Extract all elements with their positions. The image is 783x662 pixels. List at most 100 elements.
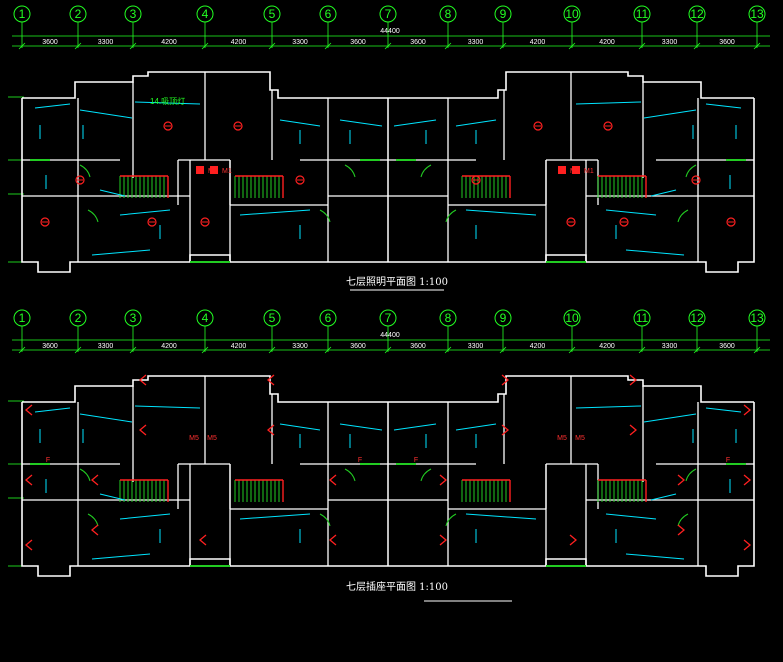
- socket-symbol: [328, 534, 337, 546]
- wiring: [99, 493, 126, 501]
- axis-label: 5: [269, 311, 276, 325]
- switch-tag: M1: [222, 168, 232, 175]
- wiring: [705, 103, 742, 109]
- axis-label: 6: [325, 311, 332, 325]
- dimension-tick: [201, 346, 209, 354]
- wiring: [643, 109, 697, 119]
- span-dimension: 3300: [292, 39, 308, 46]
- outer-wall-north-east: [388, 71, 754, 99]
- dimension-tick: [753, 42, 761, 50]
- door-swing: [677, 209, 689, 223]
- light-fixture: [566, 217, 576, 227]
- dimension-tick: [384, 42, 392, 50]
- wiring: [575, 101, 642, 105]
- door-swing: [79, 164, 91, 178]
- axis-label: 13: [750, 311, 764, 325]
- light-fixture: [295, 175, 305, 185]
- dimension-tick: [324, 346, 332, 354]
- dimension-tick: [201, 42, 209, 50]
- total-dimension: 44400: [380, 28, 400, 35]
- span-dimension: 4200: [231, 39, 247, 46]
- span-dimension: 4200: [231, 343, 247, 350]
- span-dimension: 3300: [662, 39, 678, 46]
- dimension-tick: [129, 42, 137, 50]
- socket-symbol: [629, 424, 638, 436]
- dimension-tick: [74, 346, 82, 354]
- outer-wall-north-west: [22, 375, 388, 403]
- axis-label: 2: [75, 311, 82, 325]
- light-fixture: [619, 217, 629, 227]
- dimension-tick: [268, 346, 276, 354]
- outer-wall-north-west: [22, 71, 388, 99]
- span-dimension: 4200: [530, 343, 546, 350]
- socket-symbol: [328, 474, 337, 486]
- socket-symbol: [198, 534, 207, 546]
- stair-socket-tag: M5: [557, 435, 567, 442]
- door-swing: [685, 468, 697, 482]
- span-dimension: 4200: [599, 343, 615, 350]
- socket-symbol: [743, 404, 752, 416]
- span-dimension: 3600: [410, 39, 426, 46]
- door-swing: [344, 164, 356, 178]
- socket-symbol: [266, 374, 275, 386]
- wiring: [575, 405, 642, 409]
- wiring: [91, 553, 151, 560]
- socket-symbol: [266, 424, 275, 436]
- socket-symbol: [90, 524, 99, 536]
- light-fixture: [726, 217, 736, 227]
- span-dimension: 4200: [530, 39, 546, 46]
- dimension-tick: [18, 346, 26, 354]
- span-dimension: 3600: [719, 343, 735, 350]
- wiring: [239, 513, 311, 520]
- door-swing: [677, 513, 689, 527]
- axis-label: 7: [385, 311, 392, 325]
- dimension-tick: [129, 346, 137, 354]
- door-swing: [319, 209, 331, 223]
- span-dimension: 3600: [719, 39, 735, 46]
- fixture-callout: 14.吸顶灯: [150, 96, 185, 106]
- wiring: [393, 423, 437, 431]
- axis-label: 2: [75, 7, 82, 21]
- dimension-tick: [18, 42, 26, 50]
- wiring: [625, 249, 685, 256]
- total-dimension: 44400: [380, 332, 400, 339]
- axis-label: 6: [325, 7, 332, 21]
- dimension-tick: [74, 42, 82, 50]
- span-dimension: 3300: [292, 343, 308, 350]
- span-dimension: 3300: [468, 343, 484, 350]
- socket-symbol: [138, 424, 147, 436]
- light-fixture: [233, 121, 243, 131]
- axis-label: 3: [130, 7, 137, 21]
- stair-socket-tag: M5: [189, 435, 199, 442]
- socket-symbol: [677, 474, 686, 486]
- span-dimension: 4200: [161, 343, 177, 350]
- wiring: [239, 209, 311, 216]
- axis-label: 8: [445, 311, 452, 325]
- axis-label: 13: [750, 7, 764, 21]
- light-fixture: [533, 121, 543, 131]
- wiring: [465, 209, 537, 216]
- axis-label: 8: [445, 7, 452, 21]
- span-dimension: 3600: [42, 343, 58, 350]
- panel-tag: F: [414, 457, 418, 464]
- light-fixture: [471, 175, 481, 185]
- socket-plan-title: 七层插座平面图 1:100: [346, 580, 448, 593]
- dimension-tick: [568, 42, 576, 50]
- span-dimension: 3300: [662, 343, 678, 350]
- wiring: [705, 407, 742, 413]
- span-dimension: 3300: [98, 343, 114, 350]
- wiring: [119, 209, 171, 216]
- axis-label: 4: [202, 7, 209, 21]
- light-fixture: [603, 121, 613, 131]
- stair-socket-tag: M5: [575, 435, 585, 442]
- axis-label: 10: [565, 7, 579, 21]
- socket-symbol: [629, 374, 638, 386]
- socket-symbol: [569, 534, 578, 546]
- dimension-tick: [444, 42, 452, 50]
- axis-label: 1: [19, 311, 26, 325]
- door-swing: [445, 209, 457, 223]
- wiring: [134, 405, 201, 409]
- socket-symbol: [24, 539, 33, 551]
